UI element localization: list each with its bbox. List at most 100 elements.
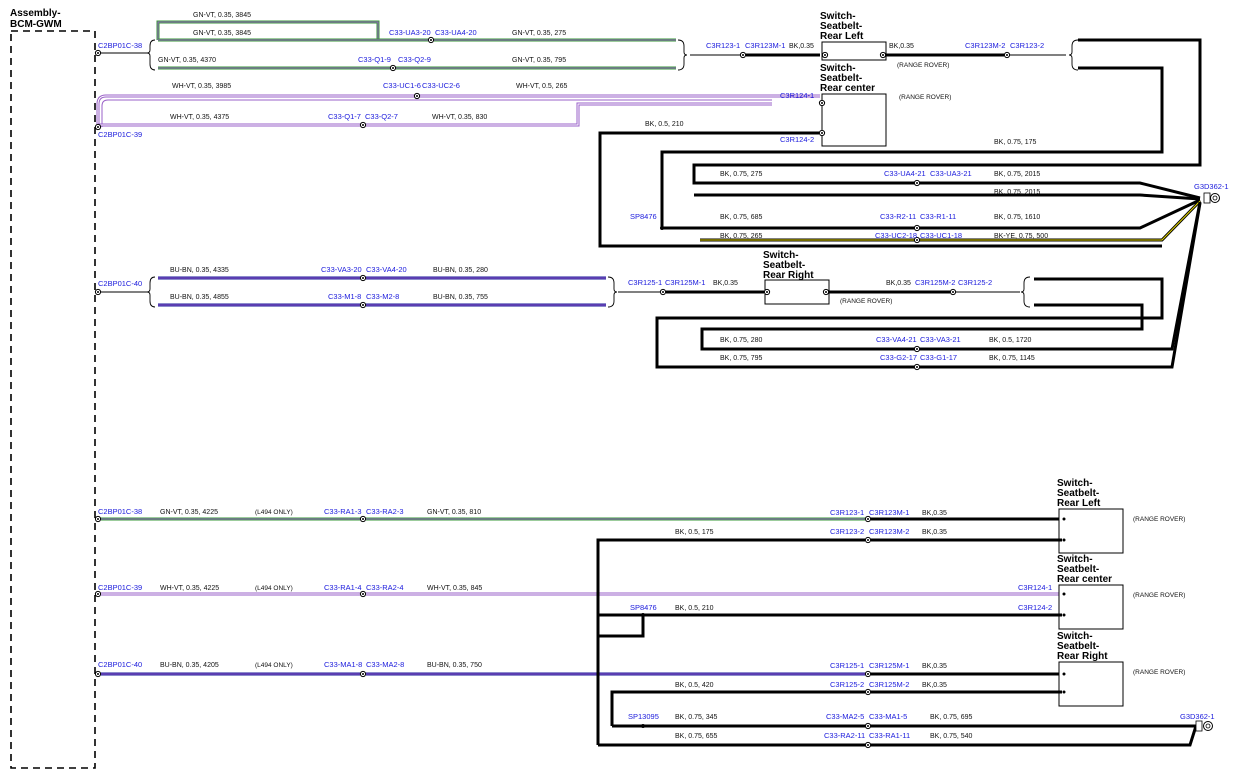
wire-label: BK,0.35: [789, 43, 814, 50]
wire-label: GN-VT, 0.35, 795: [512, 57, 566, 64]
connector-label: C33-UC1-18: [920, 231, 962, 240]
wire-label: GN-VT, 0.35, 275: [512, 30, 566, 37]
wire-label: BK, 0.5, 210: [675, 605, 714, 612]
switch-title: Switch-: [820, 11, 856, 22]
connector-label: C3R125-2: [830, 680, 864, 689]
wh-vt-harness: C2BP01C-39 WH-VT, 0.35, 3985 C33-UC1-6 C…: [94, 81, 820, 139]
connector-label: C3R124-1: [780, 91, 814, 100]
connector-label: C3R125M-2: [869, 680, 909, 689]
switch-title: Switch-: [1057, 554, 1093, 565]
switch-title: Switch-: [763, 250, 799, 261]
wire-label: BK, 0.75, 2015: [994, 171, 1040, 178]
wire-label: BK, 0.75, 275: [720, 171, 763, 178]
rear-left-switch-bottom: Switch- Seatbelt- Rear Left C3R123-1 C3R…: [596, 478, 1185, 745]
connector-label: C3R125-1: [830, 661, 864, 670]
variant-note: (RANGE ROVER): [840, 298, 892, 305]
wire-label: BU-BN, 0.35, 755: [433, 294, 488, 301]
connector-label: C33-UA4-21: [884, 169, 926, 178]
switch-title: Rear Right: [763, 270, 814, 281]
connector-label: C33-MA2-5: [826, 712, 864, 721]
connector-label: C3R123-1: [830, 508, 864, 517]
wire-label: WH-VT, 0.35, 3985: [172, 83, 231, 90]
connector-label: C3R123M-1: [869, 508, 909, 517]
connector-label: C33-UC2-18: [875, 231, 917, 240]
wire-label: GN-VT, 0.35, 3845: [193, 12, 251, 19]
rear-center-switch-bottom: Switch- Seatbelt- Rear center C3R124-1 C…: [598, 554, 1185, 638]
connector-label: C33-UC1-6: [383, 81, 421, 90]
splice-label: SP8476: [630, 212, 657, 221]
switch-title: Seatbelt-: [763, 260, 805, 271]
variant-note: (RANGE ROVER): [1133, 669, 1185, 676]
connector-label: C3R123-1: [706, 41, 740, 50]
rear-left-switch-top: Switch- Seatbelt- Rear Left C3R123-1 C3R…: [706, 11, 1079, 71]
connector-label: C33-RA2-3: [366, 507, 404, 516]
connector-label: C3R123M-1: [745, 41, 785, 50]
connector-label: C33-Q2-7: [365, 112, 398, 121]
connector-label: C3R124-2: [1018, 603, 1052, 612]
connector-label: C33-R1-11: [920, 212, 956, 221]
wire-label: BK, 0.75, 2015: [994, 189, 1040, 196]
connector-label: C33-VA3-21: [920, 335, 961, 344]
bcm-title-line1: Assembly-: [10, 8, 61, 19]
wire-label: BK, 0.75, 345: [675, 714, 718, 721]
wire-label: BU-BN, 0.35, 4855: [170, 294, 229, 301]
connector-label: C33-UA3-20: [389, 28, 431, 37]
wire-label: WH-VT, 0.35, 830: [432, 114, 487, 121]
connector-label: C33-RA1-11: [869, 731, 910, 740]
wire-label: BU-BN, 0.35, 750: [427, 662, 482, 669]
wire-label: BU-BN, 0.35, 280: [433, 267, 488, 274]
wire-label: BK, 0.75, 655: [675, 733, 718, 740]
switch-title: Seatbelt-: [1057, 488, 1099, 499]
wire-label: BK,0.35: [889, 43, 914, 50]
splice-label: SP13095: [628, 712, 659, 721]
splice-label: SP8476: [630, 603, 657, 612]
switch-title: Seatbelt-: [1057, 564, 1099, 575]
wire-label: BK, 0.75, 795: [720, 355, 763, 362]
connector-label: C33-G1-17: [920, 353, 957, 362]
wire-label: BK,0.35: [922, 682, 947, 689]
variant-note: (RANGE ROVER): [897, 62, 949, 69]
ground-label: G3D362-1: [1180, 712, 1215, 721]
variant-note: (L494 ONLY): [255, 585, 293, 592]
switch-title: Rear Left: [1057, 498, 1101, 509]
wire-label: BK,0.35: [922, 510, 947, 517]
wire-label: GN-VT, 0.35, 4370: [158, 57, 216, 64]
connector-label: C33-R2-11: [880, 212, 916, 221]
connector-label: C33-MA1-5: [869, 712, 907, 721]
rear-center-switch-top: Switch- Seatbelt- Rear center C3R124-1 C…: [598, 63, 1162, 248]
wire-label: BK, 0.75, 1610: [994, 214, 1040, 221]
connector-label: C3R124-1: [1018, 583, 1052, 592]
connector-label: C33-RA1-4: [324, 583, 362, 592]
connector-label: C33-Q2-9: [398, 55, 431, 64]
pin-c2bp01c-39: C2BP01C-39: [98, 583, 142, 592]
switch-title: Switch-: [1057, 478, 1093, 489]
connector-label: C3R123-2: [830, 527, 864, 536]
wire-label: BK-YE, 0.75, 500: [994, 233, 1048, 240]
wire-label: BK,0.35: [922, 529, 947, 536]
connector-label: C3R125-1: [628, 278, 662, 287]
connector-label: C3R123-2: [1010, 41, 1044, 50]
rear-right-switch-bottom: Switch- Seatbelt- Rear Right C3R125-1 C3…: [610, 631, 1185, 726]
variant-note: (RANGE ROVER): [1133, 592, 1185, 599]
connector-label: C3R125M-2: [915, 278, 955, 287]
bcm-module-box: [10, 30, 96, 769]
switch-title: Switch-: [820, 63, 856, 74]
connector-label: C3R125M-1: [869, 661, 909, 670]
variant-note: (L494 ONLY): [255, 662, 293, 669]
variant-note: (L494 ONLY): [255, 509, 293, 516]
connector-label: C33-MA2-8: [366, 660, 404, 669]
connector-label: C33-RA2-11: [824, 731, 865, 740]
wire-label: BK, 0.75, 685: [720, 214, 763, 221]
switch-title: Seatbelt-: [1057, 641, 1099, 652]
wire-label: BK, 0.5, 210: [645, 121, 684, 128]
wire-label: GN-VT, 0.35, 810: [427, 509, 481, 516]
wire-label: BK,0.35: [886, 280, 911, 287]
pin-c2bp01c-39: C2BP01C-39: [98, 130, 142, 139]
region2-gn-row: C2BP01C-38 GN-VT, 0.35, 4225 (L494 ONLY)…: [94, 507, 1062, 523]
bcm-title-line2: BCM-GWM: [10, 19, 62, 30]
wire-label: BK, 0.75, 695: [930, 714, 973, 721]
connector-label: C3R124-2: [780, 135, 814, 144]
wire-label: BK, 0.75, 265: [720, 233, 763, 240]
connector-label: C33-Q1-9: [358, 55, 391, 64]
